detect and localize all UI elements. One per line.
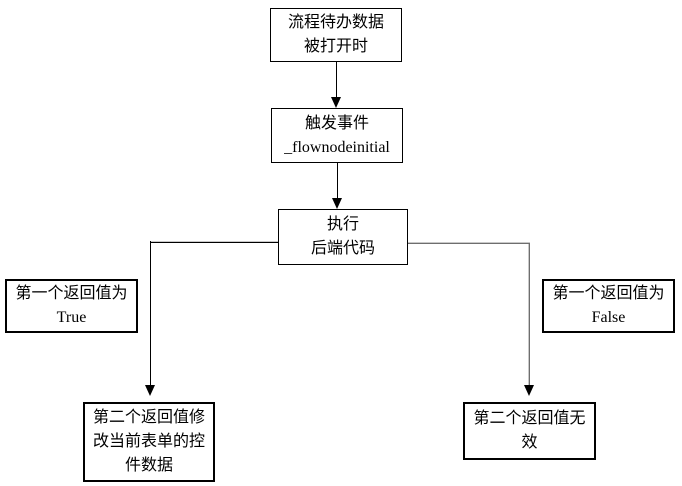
flow-node-trigger-event-line2: _flownodeinitial — [284, 138, 390, 156]
flow-node-open-event-line1: 流程待办数据 — [287, 14, 384, 31]
flow-node-trigger-event: 触发事件 _flownodeinitial — [271, 108, 403, 163]
connector-trigger-to-execute — [337, 163, 338, 199]
branch-label-true-line2: True — [56, 309, 87, 326]
flow-node-open-event: 流程待办数据 被打开时 — [270, 8, 402, 62]
branch-label-false-line1: 第一个返回值为 — [552, 285, 665, 302]
flow-node-execute-backend-line2: 后端代码 — [310, 240, 375, 257]
connector-execute-right-horizontal — [408, 242, 530, 244]
flow-node-return-invalid: 第二个返回值无 效 — [463, 402, 596, 460]
connector-execute-left-vertical — [150, 241, 151, 386]
branch-label-false-line2: False — [591, 309, 626, 326]
branch-label-true: 第一个返回值为 True — [5, 279, 138, 333]
connector-open-to-trigger — [336, 62, 337, 98]
flow-node-trigger-event-line1: 触发事件 — [304, 114, 369, 132]
flow-node-modify-form-data-line2: 改当前表单的控 — [92, 433, 205, 450]
flow-node-modify-form-data: 第二个返回值修 改当前表单的控 件数据 — [83, 402, 215, 482]
connector-execute-right-vertical — [528, 244, 530, 385]
branch-label-false: 第一个返回值为 False — [542, 279, 675, 333]
flow-node-execute-backend: 执行 后端代码 — [278, 209, 408, 265]
branch-label-true-line1: 第一个返回值为 — [15, 285, 128, 302]
arrowhead-right-branch — [524, 385, 534, 396]
flow-node-open-event-line2: 被打开时 — [303, 38, 368, 55]
flow-node-modify-form-data-line3: 件数据 — [124, 457, 173, 474]
flow-node-modify-form-data-line1: 第二个返回值修 — [92, 409, 205, 426]
connector-execute-left-horizontal — [150, 241, 278, 243]
arrowhead-open-to-trigger — [331, 97, 341, 108]
arrowhead-trigger-to-execute — [332, 198, 342, 209]
flow-node-return-invalid-line1: 第二个返回值无 — [473, 410, 586, 427]
flow-node-execute-backend-line1: 执行 — [326, 216, 359, 233]
arrowhead-left-branch — [145, 385, 155, 396]
flow-node-return-invalid-line2: 效 — [521, 434, 538, 451]
